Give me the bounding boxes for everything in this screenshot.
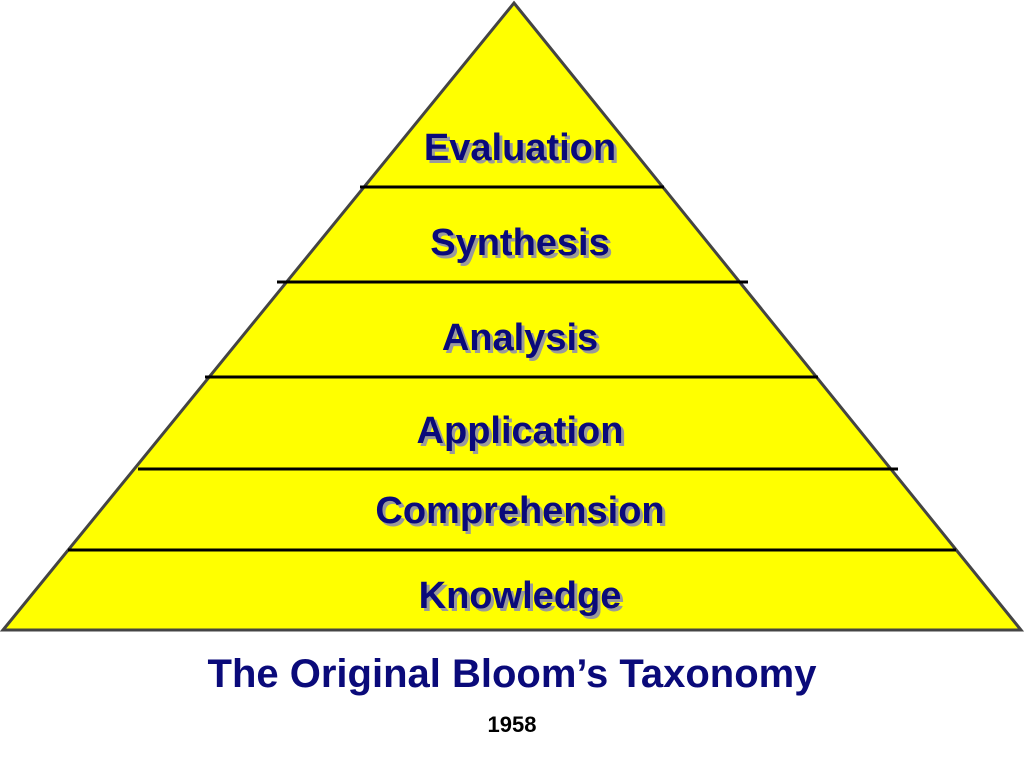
level-label-shadow-analysis: Analysis: [445, 320, 601, 362]
level-dividers: [68, 185, 956, 552]
level-label-comprehension: Comprehension: [375, 490, 664, 532]
level-label-shadow-knowledge: Knowledge: [422, 578, 625, 620]
level-label-shadow-synthesis: Synthesis: [433, 225, 613, 267]
level-labels: EvaluationEvaluationSynthesisSynthesisAn…: [375, 127, 667, 620]
pyramid-diagram: EvaluationEvaluationSynthesisSynthesisAn…: [0, 0, 1024, 632]
level-label-evaluation: Evaluation: [424, 127, 616, 169]
diagram-caption-year: 1958: [487, 712, 537, 737]
level-label-shadow-comprehension: Comprehension: [378, 493, 667, 535]
level-label-shadow-evaluation: Evaluation: [427, 130, 619, 172]
level-label-knowledge: Knowledge: [419, 575, 622, 617]
diagram-caption-title: The Original Bloom’s Taxonomy: [207, 652, 817, 696]
level-label-analysis: Analysis: [442, 317, 598, 359]
pyramid-shape: [0, 0, 1024, 632]
level-label-application: Application: [417, 410, 624, 452]
level-label-shadow-application: Application: [420, 413, 627, 455]
level-label-synthesis: Synthesis: [430, 222, 610, 264]
